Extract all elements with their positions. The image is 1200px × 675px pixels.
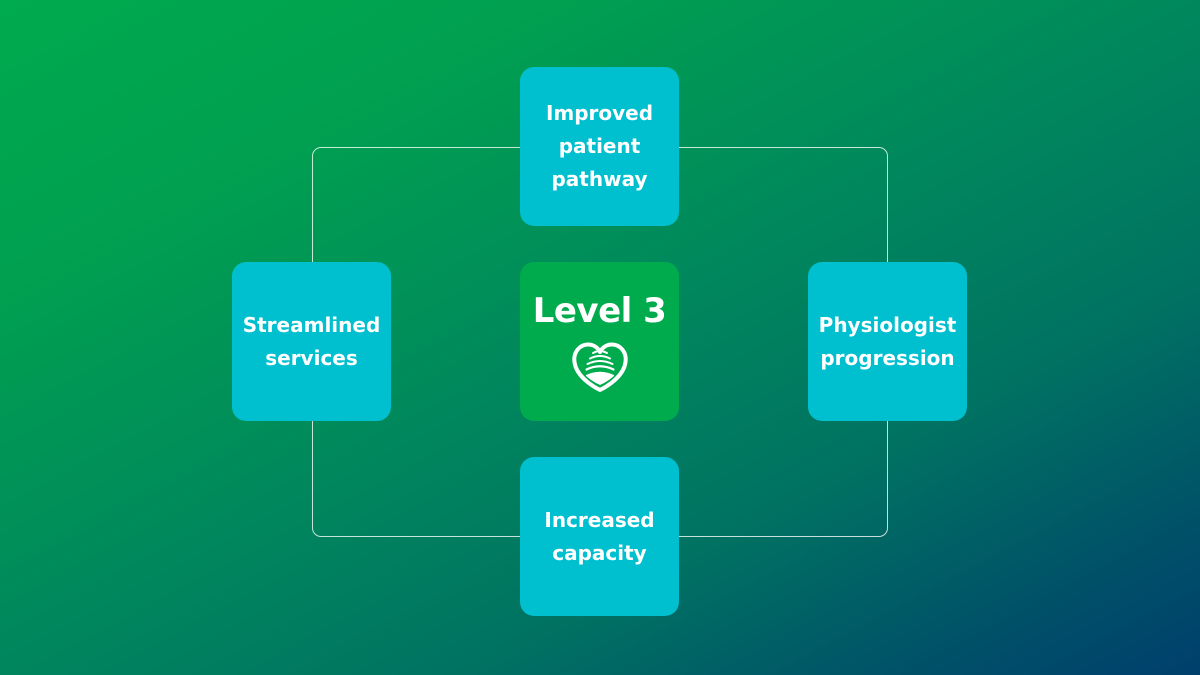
heart-ultrasound-icon — [571, 340, 629, 394]
node-label: Increased capacity — [544, 507, 655, 565]
node-label: Improved patient pathway — [545, 101, 654, 191]
node-streamlined-services: Streamlined services — [232, 262, 391, 421]
node-label: Streamlined services — [242, 312, 381, 370]
node-increased-capacity: Increased capacity — [520, 457, 679, 616]
center-node: Level 3 — [520, 262, 679, 421]
node-physiologist-progression: Physiologist progression — [808, 262, 967, 421]
center-title: Level 3 — [532, 291, 667, 331]
node-label: Physiologist progression — [818, 312, 957, 370]
node-improved-patient-pathway: Improved patient pathway — [520, 67, 679, 226]
